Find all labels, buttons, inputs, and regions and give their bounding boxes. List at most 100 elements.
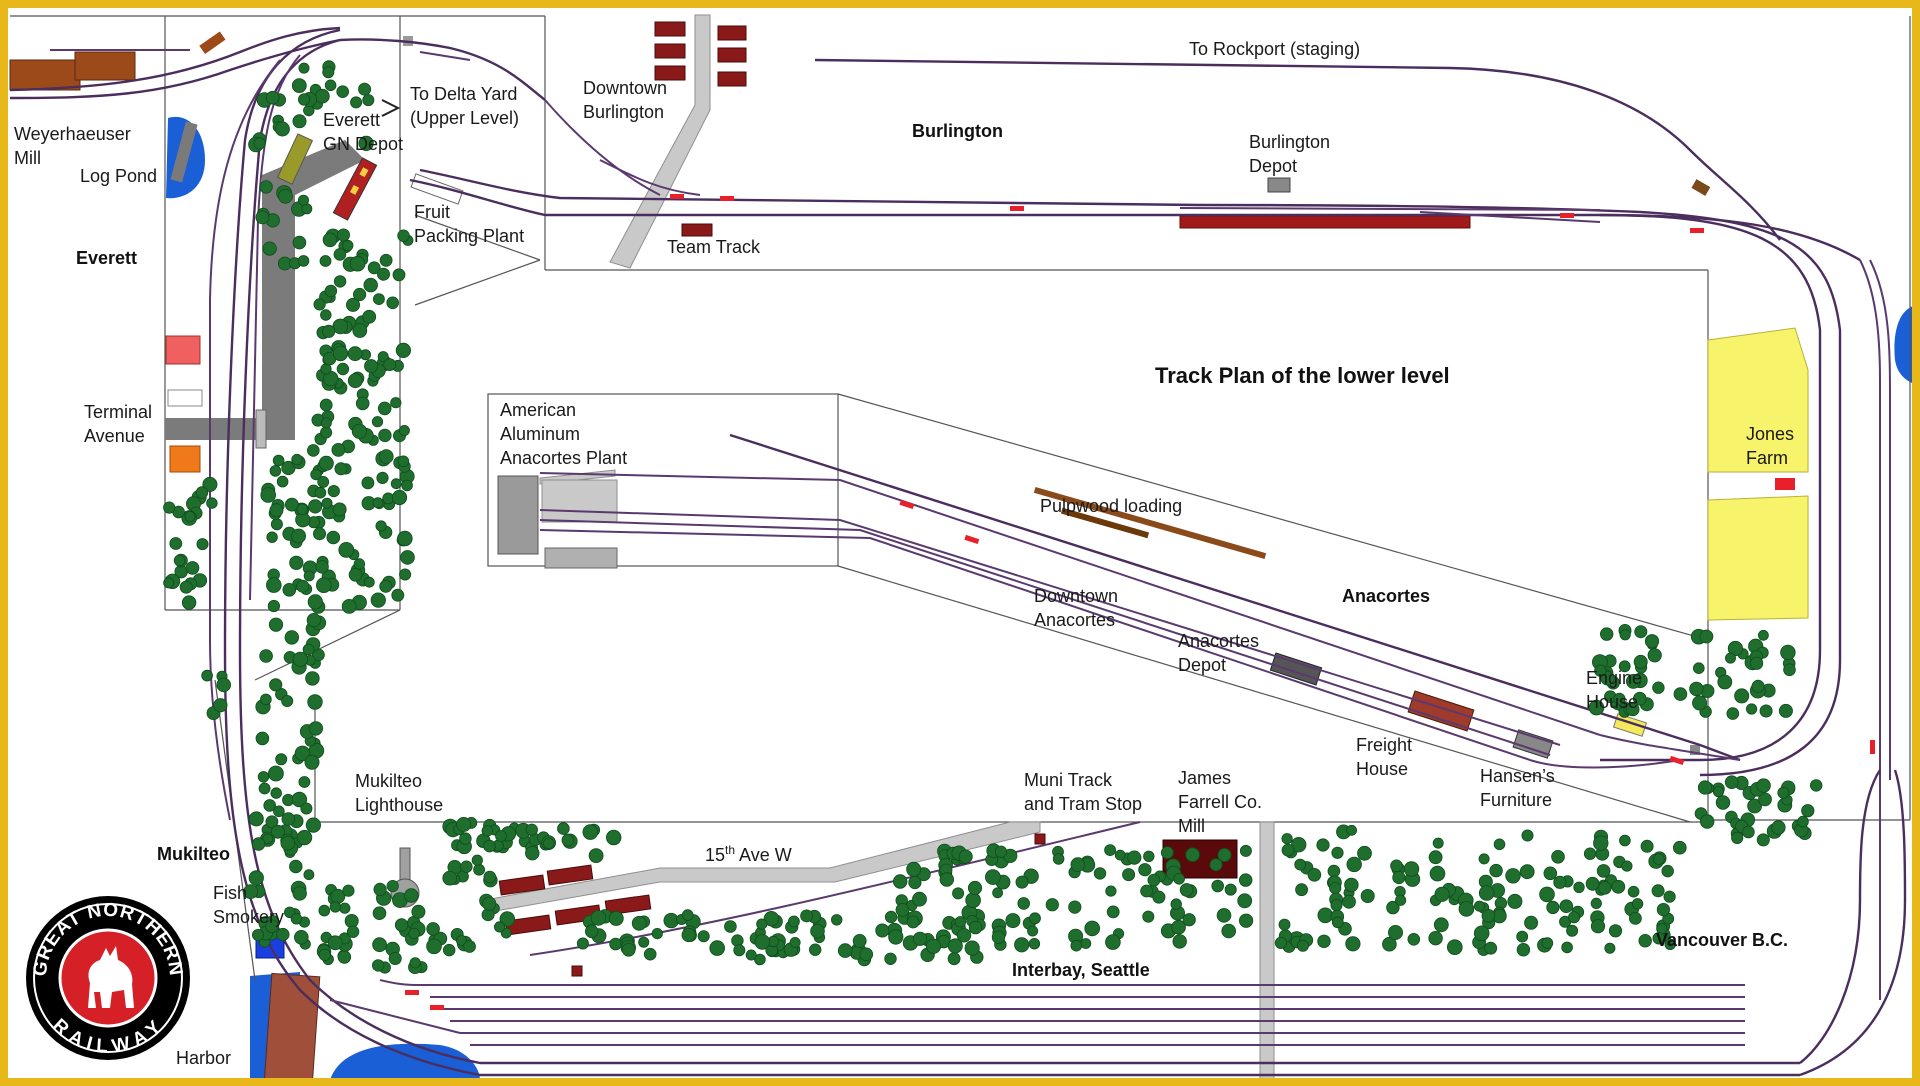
tree-icon [379, 253, 393, 267]
tree-icon [195, 486, 209, 499]
tree-icon [1330, 899, 1343, 912]
tree-icon [1747, 798, 1762, 814]
terminal-avenue-road [165, 140, 365, 438]
tree-icon [292, 886, 307, 901]
tree-icon [404, 888, 419, 903]
label-everett-depot-2: GN Depot [323, 134, 403, 154]
tree-icon [312, 527, 326, 541]
tree-icon [251, 929, 264, 942]
tree-icon [1625, 702, 1640, 717]
tree-icon [1052, 853, 1065, 865]
tree-icon [1080, 938, 1092, 949]
tree-icon [956, 928, 972, 943]
tree-icon [275, 753, 288, 766]
tree-icon [334, 462, 348, 476]
tree-icon [1028, 938, 1041, 950]
tree-icon [259, 649, 273, 663]
tree-icon [733, 944, 746, 957]
tree-icon [372, 497, 384, 509]
label-team-track: Team Track [667, 237, 761, 257]
tree-icon [322, 232, 338, 248]
tree-icon [300, 802, 313, 815]
tree-icon [386, 296, 400, 310]
tree-icon [1317, 934, 1331, 949]
tree-icon [377, 351, 389, 363]
tree-icon [460, 860, 473, 873]
tree-icon [320, 417, 332, 429]
tree-icon [1758, 629, 1769, 641]
tree-icon [585, 924, 599, 939]
tree-icon [397, 455, 410, 468]
label-weyerhaeuser-2: Mill [14, 148, 41, 168]
tree-icon [255, 210, 270, 225]
tree-icon [1152, 890, 1166, 904]
tree-icon [1697, 780, 1713, 795]
tree-icon [398, 424, 410, 436]
tree-icon [391, 588, 405, 602]
label-delta-yard-2: (Upper Level) [410, 108, 519, 128]
tree-icon [243, 884, 259, 899]
tree-icon [1742, 825, 1755, 839]
tree-icon [1395, 894, 1407, 906]
tree-icon [342, 884, 355, 897]
tree-icon [1663, 890, 1676, 903]
tree-icon [337, 950, 352, 964]
tree-icon [1673, 840, 1687, 855]
tree-icon [831, 914, 843, 926]
tree-icon [320, 363, 332, 375]
tree-icon [296, 503, 309, 516]
tree-icon [1661, 864, 1674, 878]
tree-icon [1759, 704, 1773, 718]
tree-icon [1590, 897, 1602, 910]
tree-icon [259, 180, 273, 194]
tree-icon [386, 879, 399, 893]
tree-icon [493, 921, 506, 933]
tree-icon [294, 745, 311, 762]
tree-icon [270, 824, 285, 839]
tree-icon [1519, 864, 1535, 880]
tree-icon [327, 484, 340, 498]
tree-icon [582, 824, 599, 840]
tree-icon [358, 82, 372, 96]
tree-icon [282, 582, 297, 597]
tree-icon [324, 79, 337, 92]
tree-icon [1568, 911, 1581, 924]
tree-icon [367, 261, 381, 275]
tree-icon [273, 805, 285, 818]
label-muni-track-2: and Tram Stop [1024, 794, 1142, 814]
label-vancouver-bc: Vancouver B.C. [1656, 930, 1788, 950]
tree-icon [1221, 923, 1236, 939]
tree-icon [363, 277, 378, 293]
tree-icon [1070, 857, 1086, 872]
tree-icon [399, 568, 412, 581]
tree-icon [1561, 941, 1573, 954]
tree-icon [1493, 838, 1506, 851]
tree-icon [588, 848, 604, 863]
tree-icon [1331, 846, 1344, 859]
tree-icon [1653, 853, 1665, 865]
tree-icon [875, 923, 890, 938]
tree-icon [852, 934, 867, 948]
team-track-building [681, 223, 713, 237]
tree-icon [1699, 814, 1715, 829]
tree-icon [1345, 936, 1361, 952]
tree-icon [303, 570, 315, 582]
tree-icon [576, 937, 589, 950]
tree-icon [333, 275, 347, 288]
tree-icon [1756, 833, 1770, 847]
tree-icon [332, 345, 349, 362]
tree-icon [1281, 833, 1293, 845]
tree-icon [1344, 877, 1359, 893]
tree-icon [1507, 893, 1523, 909]
tree-icon [308, 721, 324, 736]
tree-icon [1138, 863, 1152, 877]
tree-icon [292, 651, 308, 667]
tree-icon [251, 837, 266, 851]
tree-icon [1281, 843, 1295, 857]
tree-icon [1758, 792, 1772, 807]
tree-icon [1652, 932, 1665, 945]
buildings [9, 21, 1711, 1086]
everett-gn-depot-building [276, 133, 314, 185]
tree-icon [291, 791, 308, 808]
tree-icon [1147, 873, 1161, 887]
